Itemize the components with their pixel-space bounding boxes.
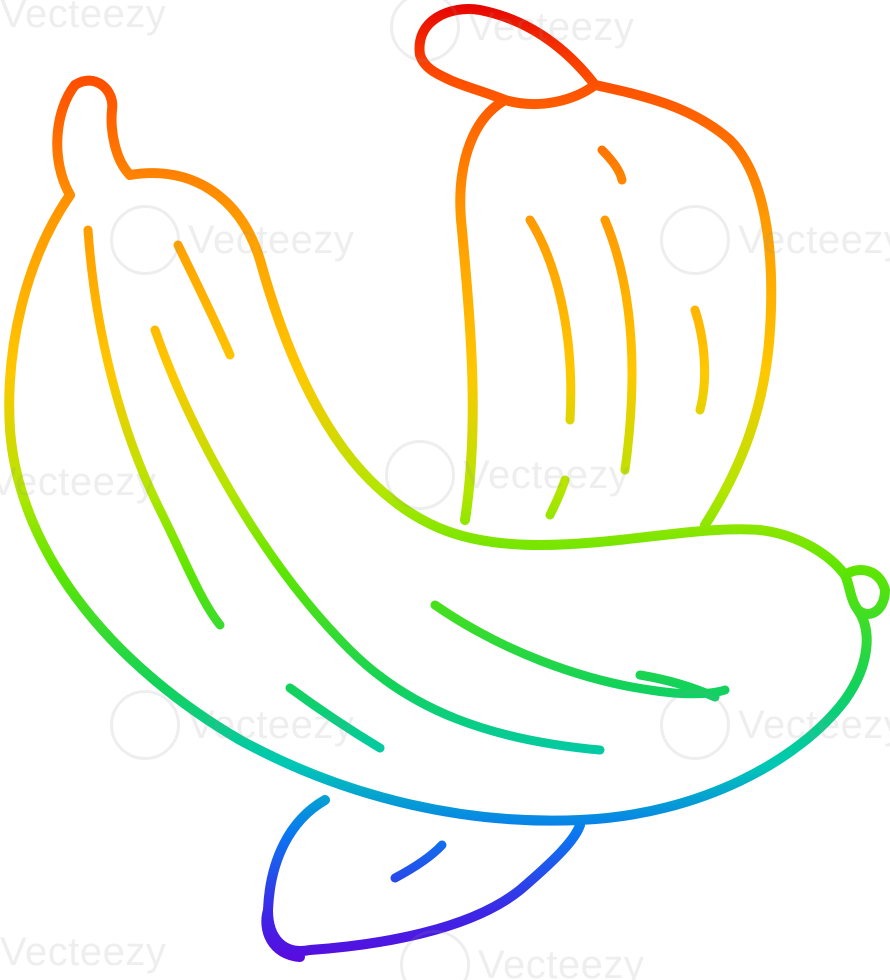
- front-banana: [4, 75, 890, 826]
- front-banana-ridge-1: [83, 225, 225, 630]
- back-banana-ridge-2: [600, 215, 637, 475]
- lower-banana: [261, 795, 585, 962]
- back-banana-outline: [455, 80, 777, 530]
- front-banana-stem: [52, 75, 135, 200]
- back-banana-stem: [414, 4, 600, 110]
- back-banana-mark-2: [545, 475, 570, 520]
- back-banana-ridge-1: [525, 215, 576, 425]
- front-banana-ridge-5: [635, 670, 720, 702]
- lower-banana-outline: [263, 795, 585, 956]
- front-banana-mark-1: [285, 683, 385, 753]
- back-banana-ridge-3: [690, 305, 710, 415]
- front-banana-bottom-edge: [4, 190, 872, 826]
- front-banana-ridge-3: [173, 240, 235, 360]
- front-banana-tip: [840, 565, 890, 619]
- front-banana-top-edge: [125, 168, 850, 580]
- lower-banana-ridge: [390, 840, 447, 883]
- front-banana-ridge-2: [150, 325, 605, 755]
- back-banana: [414, 4, 777, 530]
- lower-banana-end: [261, 905, 305, 962]
- back-banana-mark-1: [597, 145, 627, 185]
